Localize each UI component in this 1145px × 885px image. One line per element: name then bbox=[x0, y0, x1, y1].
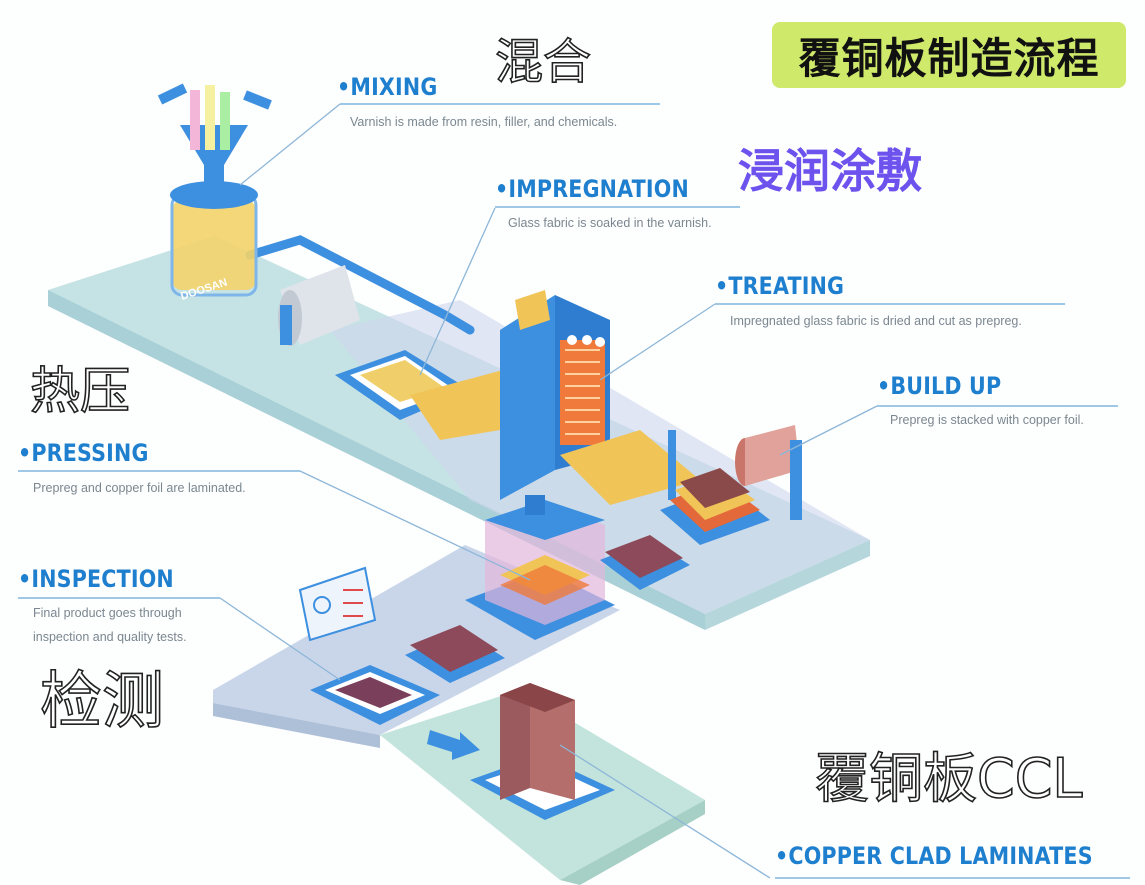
conveyor-boards bbox=[405, 535, 690, 683]
step-desc-mixing: Varnish is made from resin, filler, and … bbox=[350, 115, 618, 129]
divider bbox=[18, 597, 220, 599]
step-desc-build-up: Prepreg is stacked with copper foil. bbox=[890, 413, 1084, 427]
pipe bbox=[245, 235, 475, 335]
step-desc-inspection-line2: inspection and quality tests. bbox=[33, 630, 187, 644]
step-label-inspection: •INSPECTION bbox=[18, 565, 174, 593]
title-text: 覆铜板制造流程 bbox=[798, 33, 1100, 83]
step-treating-text: TREATING bbox=[728, 272, 845, 300]
step-ccl-text: COPPER CLAD LAMINATES bbox=[788, 842, 1093, 870]
mixer-tank: DOOSAN bbox=[157, 83, 272, 303]
title-badge: 覆铜板制造流程 bbox=[772, 22, 1126, 88]
step-desc-pressing: Prepreg and copper foil are laminated. bbox=[33, 481, 246, 495]
leader-lines bbox=[219, 103, 878, 879]
copper-foil-roll bbox=[735, 425, 802, 520]
fabric-roller bbox=[278, 265, 360, 346]
step-inspection-text: INSPECTION bbox=[31, 565, 174, 593]
arrow-icon bbox=[427, 730, 480, 760]
step-label-pressing: •PRESSING bbox=[18, 439, 149, 467]
divider bbox=[495, 206, 740, 208]
step-desc-treating: Impregnated glass fabric is dried and cu… bbox=[730, 314, 1022, 328]
step-build-up-text: BUILD UP bbox=[890, 372, 1002, 400]
cn-label-mixing: 混合 bbox=[494, 34, 592, 90]
cn-label-ccl: 覆铜板CCL bbox=[814, 747, 1083, 810]
divider bbox=[715, 303, 1065, 305]
treating-furnace bbox=[500, 290, 610, 500]
step-label-build-up: •BUILD UP bbox=[877, 372, 1002, 400]
step-desc-inspection-line1: Final product goes through bbox=[33, 606, 182, 620]
inspection-station bbox=[298, 566, 480, 760]
cn-label-impregnation: 浸润涂敷 bbox=[738, 144, 922, 198]
divider bbox=[877, 405, 1118, 407]
step-label-mixing: •MIXING bbox=[337, 73, 438, 101]
divider bbox=[340, 103, 660, 105]
step-label-treating: •TREATING bbox=[715, 272, 845, 300]
buildup-station bbox=[560, 430, 770, 545]
hot-press bbox=[465, 495, 615, 640]
divider bbox=[18, 470, 300, 472]
cn-label-inspection: 检测 bbox=[39, 664, 165, 737]
step-label-ccl: •COPPER CLAD LAMINATES bbox=[775, 842, 1093, 870]
step-pressing-text: PRESSING bbox=[31, 439, 149, 467]
step-label-impregnation: •IMPREGNATION bbox=[495, 175, 689, 203]
divider bbox=[775, 877, 1130, 879]
step-desc-impregnation: Glass fabric is soaked in the varnish. bbox=[508, 216, 712, 230]
step-impregnation-text: IMPREGNATION bbox=[508, 175, 689, 203]
cn-label-pressing: 热压 bbox=[29, 362, 131, 420]
ccl-block bbox=[470, 683, 615, 820]
step-mixing-text: MIXING bbox=[350, 73, 438, 101]
